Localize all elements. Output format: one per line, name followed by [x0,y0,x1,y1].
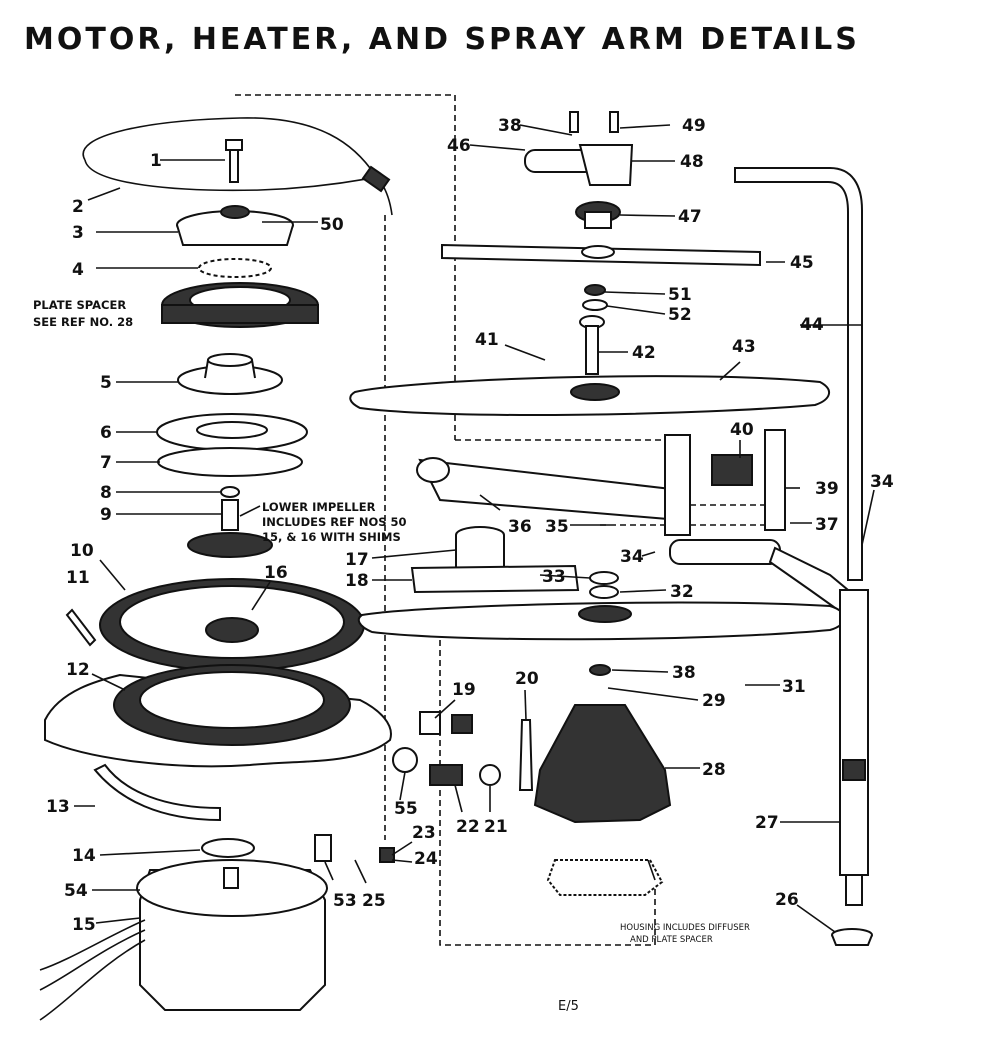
note-line: INCLUDES REF NOS 50 [262,515,407,529]
lower-impeller [187,486,273,558]
diffuser-housing-part-28 [533,664,672,896]
ref-label: 34 [620,547,644,567]
ref-label: 8 [100,483,112,503]
gaskets-part-6-7 [156,413,308,477]
ref-label: 25 [362,891,386,911]
ref-label: 38 [672,663,696,683]
ref-label: 39 [815,479,839,499]
cap-part-26 [831,928,873,946]
bearing-part-42 [579,315,605,375]
note-line: HOUSING INCLUDES DIFFUSER [620,923,750,933]
ref-label: 28 [702,760,726,780]
note-line: 15, & 16 WITH SHIMS [262,530,401,544]
ref-label: 55 [394,799,418,819]
manifold-tube-part-33-34 [589,539,862,617]
diagram-title: MOTOR, HEATER, AND SPRAY ARM DETAILS [24,22,860,57]
bracket-part-13 [93,763,221,822]
pump-cover-part-5 [177,353,283,395]
ref-label: 36 [508,517,532,537]
ref-label: 21 [484,817,508,837]
ref-label: 38 [498,116,522,136]
ref-label: 2 [72,197,84,217]
ref-label: 13 [46,797,70,817]
ref-label: 19 [452,680,476,700]
ref-label: 34 [870,472,894,492]
ref-label: 6 [100,423,112,443]
ref-label: 40 [730,420,754,440]
pump-housing-part-10-12 [44,578,392,768]
ref-label: 24 [414,849,438,869]
ref-label: 42 [632,343,656,363]
lower-spray-arm-part-31 [357,601,846,641]
ref-label: 9 [100,505,112,525]
note-line: LOWER IMPELLER [262,500,376,514]
ref-label: 10 [70,541,94,561]
hub-part-47 [575,201,621,229]
ref-label: 49 [682,116,706,136]
note-line: PLATE SPACER [33,298,126,312]
top-spray-nozzle-part-48 [524,111,634,186]
ref-label: 37 [815,515,839,535]
ref-label: 47 [678,207,702,227]
ref-label: 16 [264,563,288,583]
housing-note: HOUSING INCLUDES DIFFUSER AND PLATE SPAC… [620,923,750,945]
ref-label: 33 [542,567,566,587]
leader-lines [74,124,875,933]
ref-label: 17 [345,550,369,570]
ref-label: 26 [775,890,799,910]
ref-label: 32 [670,582,694,602]
ref-label: 15 [72,915,96,935]
ref-label: 45 [790,253,814,273]
ref-label: 50 [320,215,344,235]
ref-label: 53 [333,891,357,911]
ref-label: 14 [72,846,96,866]
impeller-top-part-3 [176,205,294,246]
plate-spacer-note: PLATE SPACER SEE REF NO. 28 [33,298,133,329]
ref-label: 48 [680,152,704,172]
ref-label: 54 [64,881,88,901]
ref-label: 20 [515,669,539,689]
note-line: AND PLATE SPACER [630,935,713,945]
ref-label: 46 [447,136,471,156]
motor-assembly-part-15-54 [39,838,328,1021]
gear-ring-part-4 [198,258,272,278]
bolt-part-1 [225,139,243,183]
note-line: SEE REF NO. 28 [33,315,133,329]
ref-label: 52 [668,305,692,325]
ref-label: 7 [100,453,112,473]
ref-label: 1 [150,151,162,171]
ref-label: 23 [412,823,436,843]
ref-label: 44 [800,315,824,335]
reference-labels: 1 2 3 4 50 5 6 7 8 9 10 11 16 12 13 14 5… [46,116,894,935]
lower-impeller-note: LOWER IMPELLER INCLUDES REF NOS 50 15, &… [262,500,407,544]
middle-spray-arm-part-43 [349,375,830,417]
washers-part-51-52 [582,284,608,311]
ref-label: 35 [545,517,569,537]
upper-spray-arm-part-45 [441,243,761,267]
ref-label: 43 [732,337,756,357]
ref-label: 31 [782,677,806,697]
ref-label: 51 [668,285,692,305]
ref-label: 22 [456,817,480,837]
ref-label: 18 [345,571,369,591]
ref-label: 5 [100,373,112,393]
spray-arm-support-part-36 [416,429,786,536]
page-code: E/5 [558,999,579,1014]
ref-label: 29 [702,691,726,711]
ref-label: 12 [66,660,90,680]
clips-parts-19-22-55 [314,711,534,863]
ref-label: 41 [475,330,499,350]
ref-label: 4 [72,260,84,280]
heater-element [82,117,393,216]
ref-label: 3 [72,223,84,243]
screw-part-11 [65,608,97,647]
spacer-part-17-18 [410,526,580,594]
ref-label: 27 [755,813,779,833]
supply-tube-part-27-44 [734,167,869,906]
plate-spacer [161,282,319,328]
ref-label: 11 [66,568,90,588]
